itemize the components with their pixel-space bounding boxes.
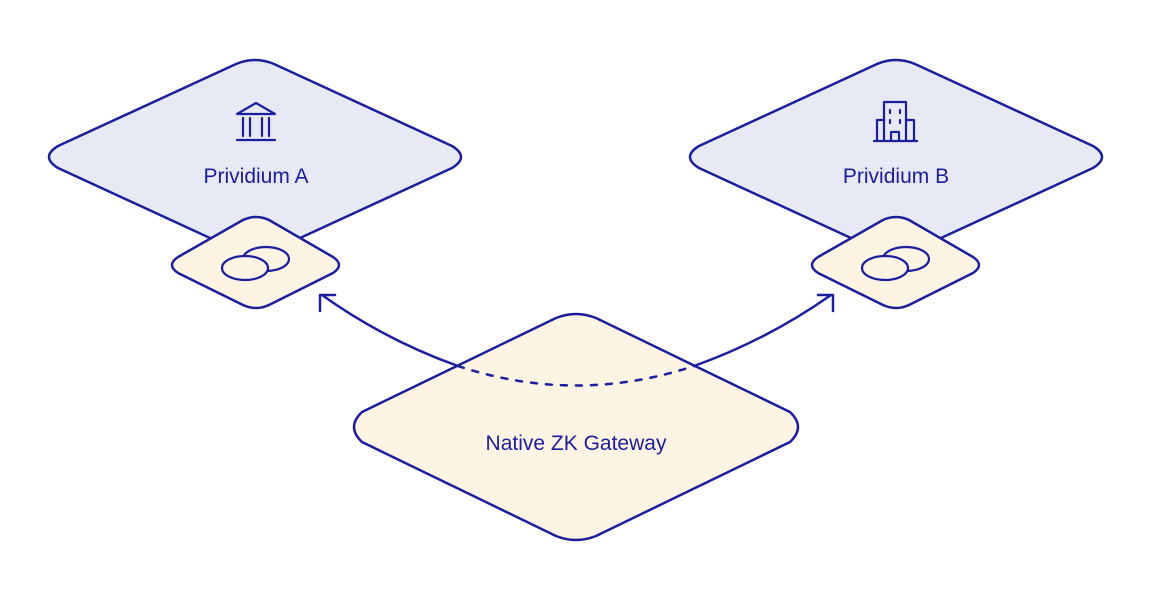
arrow-to-prividium-b [692,293,835,368]
arrowhead-a [318,293,337,313]
overlapping-ellipses-icon [220,245,291,282]
office-building-icon [872,100,919,143]
gateway-dashed-arc [456,364,696,387]
arrowhead-b [816,293,835,313]
connector-b-node [810,215,981,310]
arrow-line-a [320,293,460,368]
arrow-to-prividium-a [318,293,460,368]
connector-a-node [170,215,341,310]
bank-icon [235,101,277,142]
gateway-label: Native ZK Gateway [486,432,667,455]
arrow-line-b [692,293,833,368]
prividium-a-label: Prividium A [203,165,308,188]
gateway-node: Native ZK Gateway [352,312,800,542]
prividium-b-label: Prividium B [843,165,949,188]
prividium-b-node: Prividium B [688,58,1104,256]
overlapping-ellipses-icon [860,245,931,282]
gateway-diamond [352,312,800,542]
